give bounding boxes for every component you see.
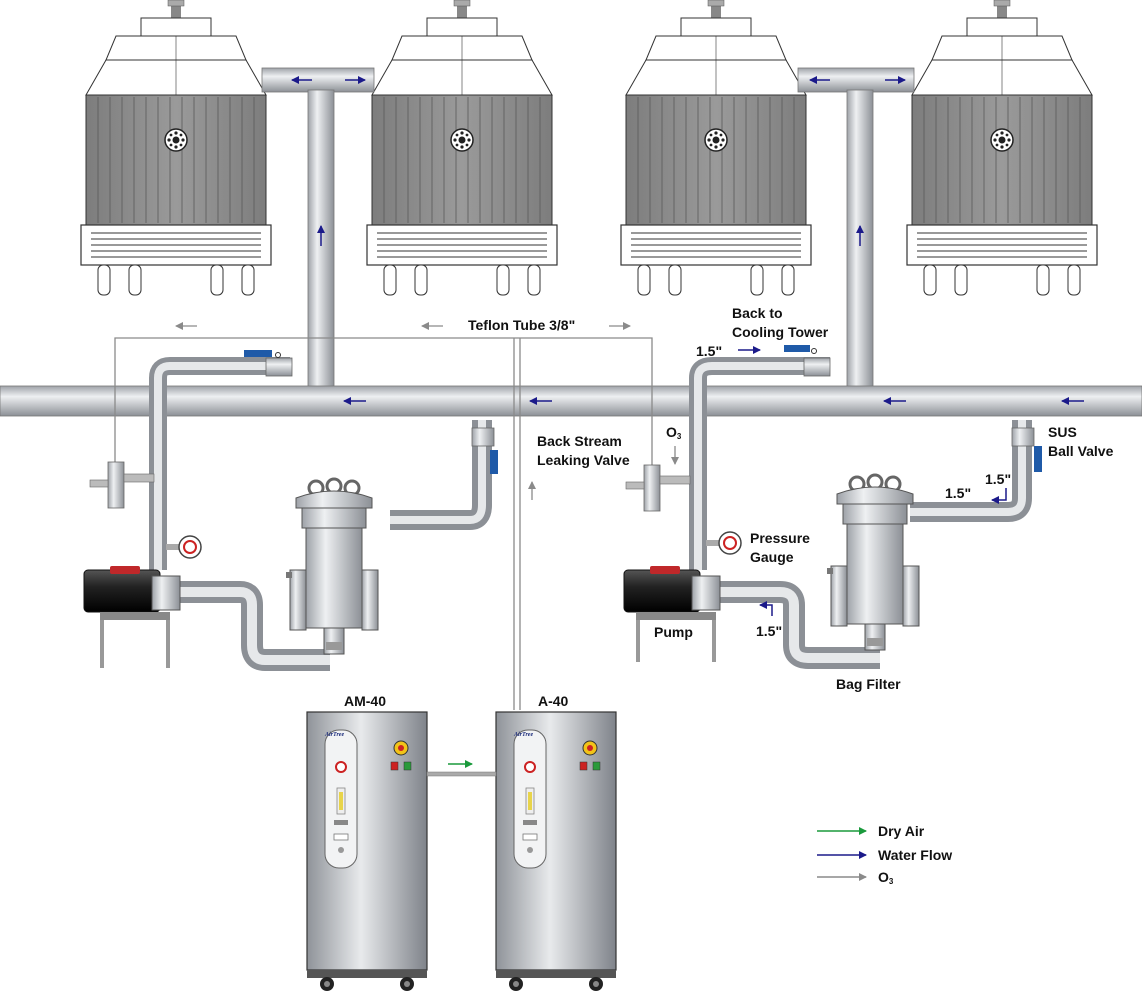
label-ball-valve: Ball Valve — [1048, 443, 1114, 459]
label-a40: A-40 — [538, 693, 569, 709]
label-size-right-top: 1.5" — [696, 343, 722, 359]
water-flow-arrows — [291, 76, 1084, 616]
ozone-generator-a40 — [495, 711, 617, 992]
legend-dry-air: Dry Air — [878, 823, 925, 839]
label-sus: SUS — [1048, 424, 1077, 440]
ball-valve-right — [784, 345, 817, 354]
pressure-gauge-left — [166, 535, 202, 559]
brand-a40: AirTree — [513, 732, 533, 738]
label-pump: Pump — [654, 624, 693, 640]
label-size-valve-drop: 1.5" — [985, 471, 1011, 487]
label-back-to: Back to — [732, 305, 783, 321]
cooling-tower-1 — [80, 0, 272, 296]
bag-filter-right — [825, 473, 921, 652]
label-cooling-tower: Cooling Tower — [732, 324, 829, 340]
tower-header-right — [797, 67, 915, 391]
teflon-tube-lines — [114, 337, 653, 710]
label-teflon-tube: Teflon Tube 3/8" — [468, 317, 575, 333]
ozone-generator-am40 — [306, 711, 428, 992]
legend-o3: O3 — [878, 869, 894, 886]
o3-flow-arrows — [175, 322, 679, 500]
main-water-pipe — [0, 385, 1142, 417]
dry-air-link — [426, 771, 497, 777]
label-leaking-valve: Leaking Valve — [537, 452, 630, 468]
label-am40: AM-40 — [344, 693, 386, 709]
label-bag-filter: Bag Filter — [836, 676, 901, 692]
tower-header-left — [261, 67, 375, 391]
back-stream-valve-right — [625, 464, 691, 512]
right-loop-piping — [689, 357, 1042, 669]
label-o3: O3 — [666, 424, 682, 441]
bag-filter-left — [284, 477, 380, 656]
brand-am40: AirTree — [324, 732, 344, 738]
label-gauge: Gauge — [750, 549, 794, 565]
label-back-stream: Back Stream — [537, 433, 622, 449]
legend: Dry Air Water Flow O3 — [817, 823, 952, 886]
pump-left — [83, 566, 181, 668]
pump-right — [623, 566, 721, 662]
back-stream-valve-left — [89, 461, 155, 509]
cooling-tower-3 — [620, 0, 812, 296]
label-size-pump-outlet: 1.5" — [756, 623, 782, 639]
label-pressure: Pressure — [750, 530, 810, 546]
pressure-gauge-right — [706, 531, 742, 555]
legend-water-flow: Water Flow — [878, 847, 952, 863]
ball-valve-left — [244, 350, 281, 358]
label-size-filter-inlet: 1.5" — [945, 485, 971, 501]
cooling-tower-2 — [366, 0, 558, 296]
left-loop-piping — [149, 357, 498, 671]
cooling-tower-4 — [906, 0, 1098, 296]
